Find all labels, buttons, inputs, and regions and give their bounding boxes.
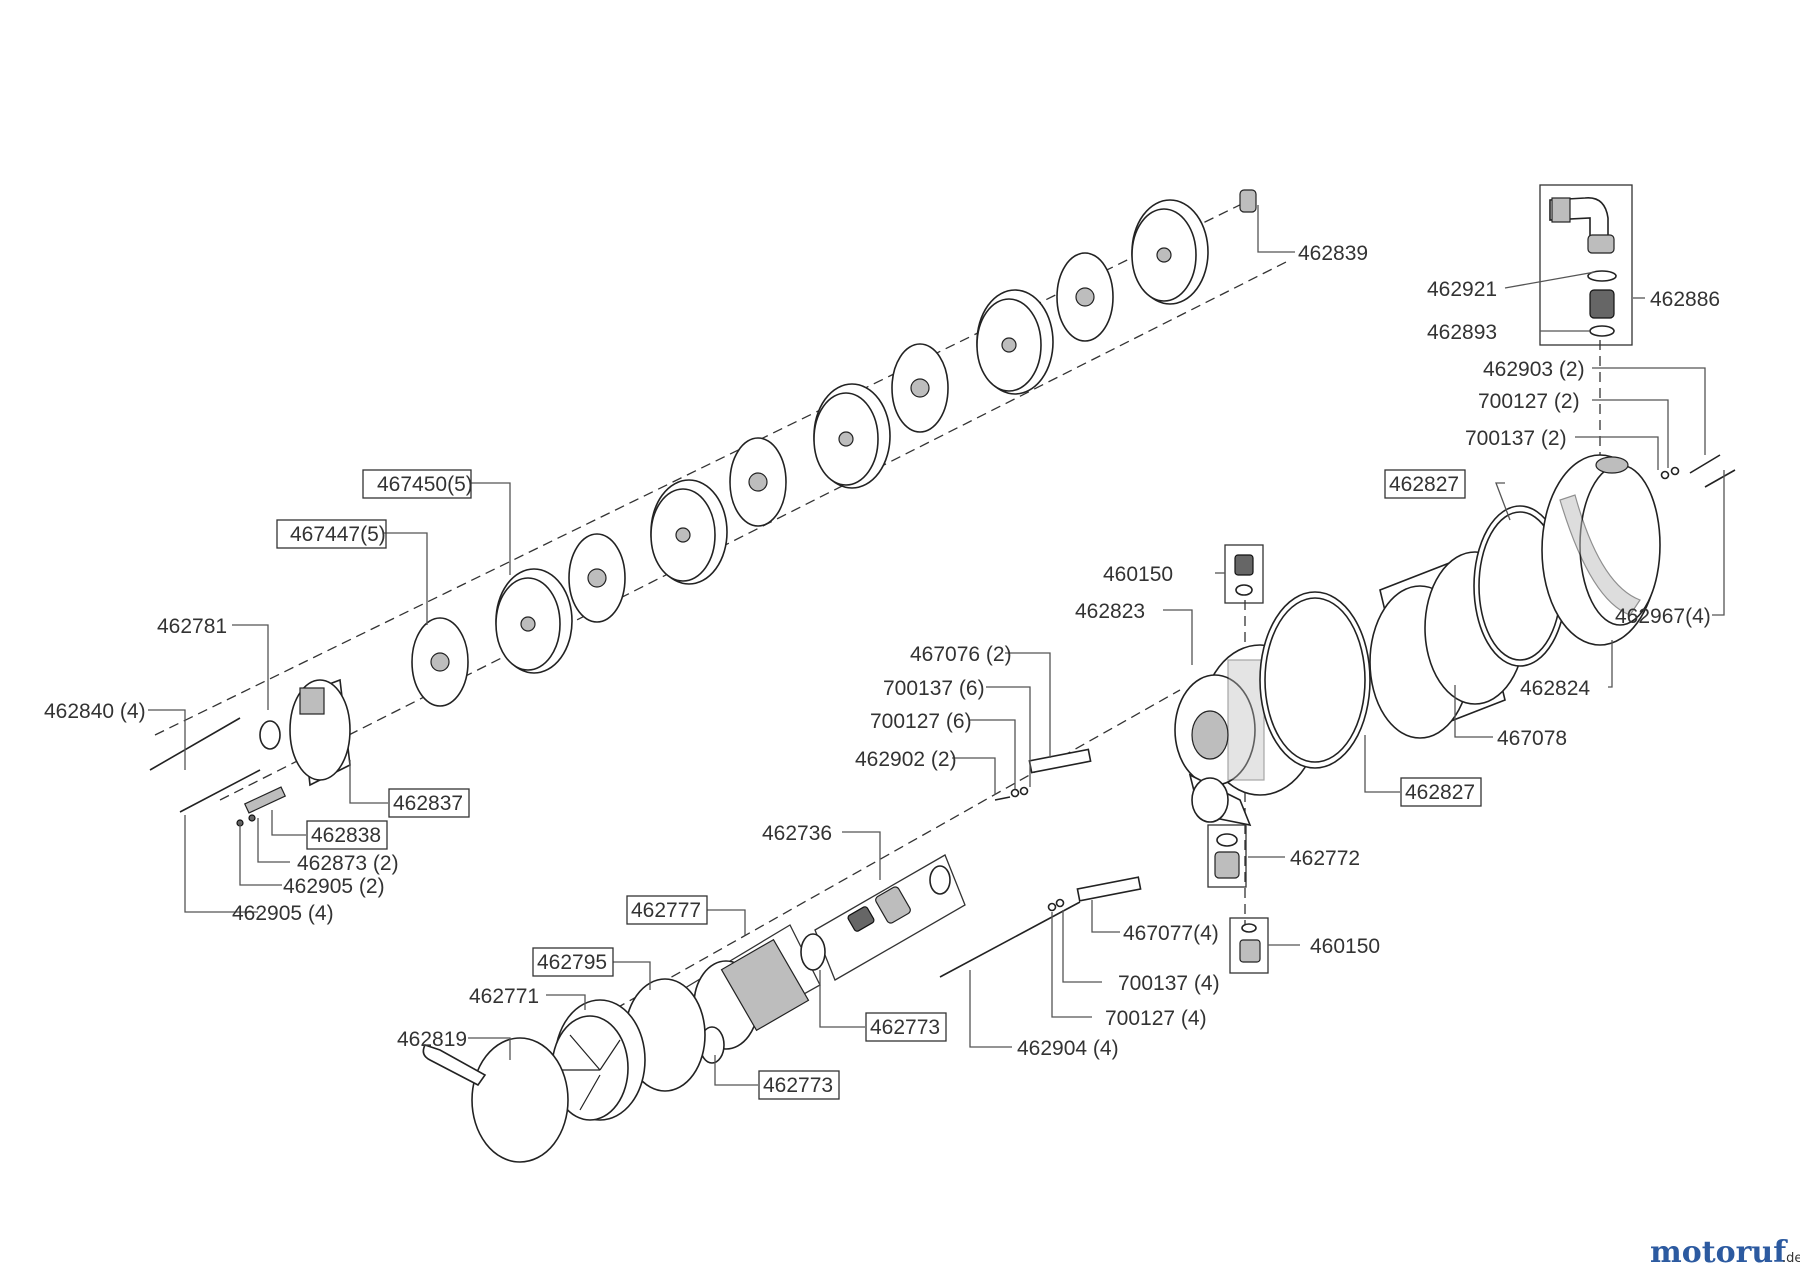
label-462773-right: 462773	[870, 1016, 940, 1039]
bolt-462903	[1689, 454, 1721, 474]
label-467076: 467076 (2)	[910, 643, 1012, 666]
drain-plug-bottom	[1229, 917, 1269, 974]
label-462837: 462837	[393, 792, 463, 815]
label-700137-mid: 700137 (6)	[883, 677, 985, 700]
valve-group-462736	[814, 854, 966, 981]
label-462839: 462839	[1298, 242, 1368, 265]
key-wrench-462819	[422, 1037, 569, 1163]
label-467447: 467447(5)	[290, 523, 386, 546]
bolt-462967	[1704, 469, 1736, 488]
label-462795: 462795	[537, 951, 607, 974]
label-462771: 462771	[469, 985, 539, 1008]
impeller-disc	[891, 343, 949, 433]
impeller-disc	[1056, 252, 1114, 342]
label-462905-4: 462905 (4)	[232, 902, 334, 925]
label-462819: 462819	[397, 1028, 467, 1051]
label-462904: 462904 (4)	[1017, 1037, 1119, 1060]
impeller-disc	[568, 533, 626, 623]
filter-cover-462771	[551, 999, 646, 1121]
label-700127-mid: 700127 (6)	[870, 710, 972, 733]
union-nut	[1207, 824, 1247, 888]
label-460150-top: 460150	[1103, 563, 1173, 586]
motoruf-logo: motoruf .de	[1650, 1235, 1800, 1270]
label-462903: 462903 (2)	[1483, 358, 1585, 381]
seal-ring	[800, 933, 826, 971]
leader-lines	[148, 205, 1725, 1086]
impeller-stack	[411, 189, 1257, 707]
logo-text: motoruf	[1650, 1235, 1788, 1270]
diffuser-disc	[495, 568, 573, 674]
label-frames	[276, 469, 1482, 1100]
label-462840: 462840 (4)	[44, 700, 146, 723]
label-462777: 462777	[631, 899, 701, 922]
label-467078: 467078	[1497, 727, 1567, 750]
label-462827-rear: 462827	[1389, 473, 1459, 496]
label-700137-bottom: 700137 (4)	[1118, 972, 1220, 995]
label-462838: 462838	[311, 824, 381, 847]
diffuser-disc	[813, 383, 891, 489]
screw-462902	[994, 796, 1011, 801]
label-462781: 462781	[157, 615, 227, 638]
label-467077: 467077(4)	[1123, 922, 1219, 945]
label-462921: 462921	[1427, 278, 1497, 301]
label-462873: 462873 (2)	[297, 852, 399, 875]
label-700137-top: 700137 (2)	[1465, 427, 1567, 450]
label-462736: 462736	[762, 822, 832, 845]
long-bolt-462904	[939, 901, 1081, 978]
label-462905-2: 462905 (2)	[283, 875, 385, 898]
diffuser-disc	[976, 289, 1054, 395]
label-462772: 462772	[1290, 847, 1360, 870]
label-462827-front: 462827	[1405, 781, 1475, 804]
tie-rod-lower	[1076, 876, 1142, 902]
tie-rod-upper	[1028, 748, 1092, 774]
label-460150-bottom: 460150	[1310, 935, 1380, 958]
top-fitting-group	[1539, 184, 1633, 346]
impeller-disc	[411, 617, 469, 707]
impeller-disc	[729, 437, 787, 527]
label-462967: 462967(4)	[1615, 605, 1711, 628]
part-labels: 462839 462921 462886 462893 462903 (2) 7…	[44, 242, 1720, 1097]
label-700127-top: 700127 (2)	[1478, 390, 1580, 413]
label-467450: 467450(5)	[377, 473, 473, 496]
label-462823: 462823	[1075, 600, 1145, 623]
label-462886: 462886	[1650, 288, 1720, 311]
end-bushing	[1239, 189, 1257, 213]
front-bolts	[149, 717, 287, 827]
label-462902: 462902 (2)	[855, 748, 957, 771]
front-cover	[259, 678, 351, 787]
diffuser-disc	[1131, 199, 1209, 305]
label-700127-bottom: 700127 (4)	[1105, 1007, 1207, 1030]
drain-plug-top	[1224, 544, 1264, 604]
rear-housing-462824	[1541, 454, 1661, 646]
label-462893: 462893	[1427, 321, 1497, 344]
axis-lower-line	[219, 259, 1291, 801]
label-462773-left: 462773	[763, 1074, 833, 1097]
label-462824: 462824	[1520, 677, 1590, 700]
logo-suffix: .de	[1782, 1251, 1800, 1266]
o-ring-small	[259, 720, 281, 750]
diffuser-disc	[650, 479, 728, 585]
